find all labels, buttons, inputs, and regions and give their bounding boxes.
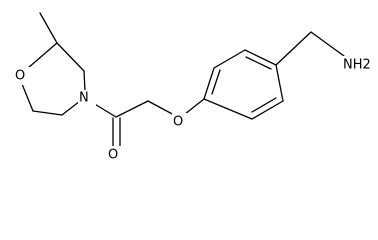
bond-morpholine-c6-c5 [32, 110, 63, 116]
bond-benzene-c4-c5 [275, 64, 284, 102]
bond-morpholine-c2-o [27, 42, 58, 69]
bond-morpholine-o-c6 [21, 83, 34, 112]
atom-labels: O N O O NH2 [14, 56, 377, 164]
bond-ch2-nh2 [310, 31, 345, 57]
bond-morpholine-c5-n [61, 100, 81, 116]
bond-benzene-c1-c2 [203, 67, 215, 100]
bond-benzene-c2-c3 [213, 49, 246, 69]
bond-n-carbonyl [92, 102, 117, 118]
bond-carbonyl-ch2 [115, 100, 149, 118]
amine-label: NH2 [343, 58, 371, 73]
bond-benzene-c5-c6 [251, 100, 284, 120]
bond-ch2-ether-o [147, 100, 177, 117]
carbonyl-oxygen-label: O [108, 148, 118, 163]
bond-benzene-c5-c6-inner [251, 97, 277, 113]
bond-benzene-c1-c2-inner [211, 69, 221, 95]
bond-benzene-c6-c1 [203, 98, 253, 120]
bond-methyl [39, 12, 58, 44]
bond-ether-o-ring [184, 98, 205, 115]
bond-benzene-c3-c4 [244, 49, 277, 66]
chemical-structure: O N O O NH2 [14, 12, 377, 164]
bond-morpholine-c3-c2 [56, 42, 85, 72]
bond-morpholine-n-c3 [83, 70, 86, 92]
ring-nitrogen-label: N [79, 91, 89, 106]
bonds [21, 12, 345, 148]
ether-oxygen-label: O [173, 115, 183, 130]
bond-ring-ch2 [275, 31, 312, 66]
ring-oxygen-label: O [15, 69, 25, 84]
bond-benzene-c3-c4-inner [245, 56, 272, 70]
